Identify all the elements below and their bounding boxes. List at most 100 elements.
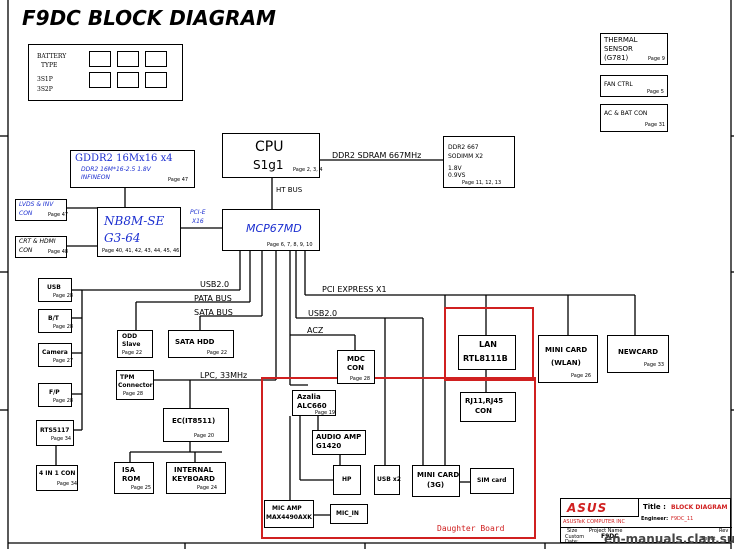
minicard-wlan-label: MINI CARD (545, 346, 588, 354)
page-ref: Page 28 (350, 376, 371, 382)
battery-cell (145, 72, 167, 88)
usb-x2-block: USB x2 (374, 465, 401, 495)
rj-con-label: CON (475, 407, 492, 415)
camera-block: Camera Page 27 (38, 343, 73, 367)
lvds-label: LVDS & INV (19, 201, 54, 208)
gddr-block: GDDR2 16Mx16 x4 DDR2 16M*16-2.5 1.8V INF… (70, 150, 195, 188)
sodimm-label: SODIMM X2 (448, 153, 484, 160)
battery-type-label: TYPE (41, 62, 58, 69)
engineer-value: F9DC_11 (671, 516, 694, 522)
rts5117-block: RTS5117 Page 34 (36, 420, 74, 446)
azalia-codec-block: Azalia ALC660 Page 19 (292, 390, 336, 416)
battery-label: BATTERY (37, 53, 67, 60)
tpm-label: TPM (120, 374, 135, 381)
camera-label: Camera (42, 349, 68, 356)
project-label: Project Name (589, 528, 623, 534)
mdc-con-label: CON (347, 364, 364, 372)
date-label: Date: (565, 539, 579, 545)
page-ref: Page 26 (571, 373, 592, 379)
sodimm-voltage: 1.8V (448, 165, 462, 172)
thermal-sensor-label: SENSOR (604, 45, 633, 53)
page-ref: Page 25 (131, 485, 152, 491)
tpm-connector-block: TPM Connector Page 28 (116, 370, 154, 400)
battery-option-3s1p: 3S1P (37, 76, 53, 83)
usb-block: USB Page 28 (38, 278, 74, 302)
battery-cell (145, 51, 167, 67)
acz-bus-label: ACZ (307, 326, 324, 335)
headphone-block: HP (333, 465, 361, 495)
4in1-con-block: 4 IN 1 CON Page 34 (36, 465, 78, 491)
audio-amp-chip: G1420 (316, 442, 342, 450)
page-ref: Page 24 (197, 485, 218, 491)
newcard-label: NEWCARD (618, 348, 659, 356)
sim-card-label: SIM card (477, 477, 507, 484)
sheet-label: Sheet (701, 536, 716, 542)
model-value: F9DC (601, 533, 619, 540)
minicard-wlan-block: MINI CARD (WLAN) Page 26 (538, 335, 598, 383)
rev-label: Rev (719, 528, 729, 534)
gpu-nb8m-block: NB8M-SE G3-64 Page 40, 41, 42, 43, 44, 4… (97, 207, 181, 257)
page-ref: Page 48 (48, 249, 69, 255)
page-ref: Page 34 (51, 436, 72, 442)
mdc-con-block: MDC CON Page 28 (337, 350, 375, 384)
newcard-block: NEWCARD Page 33 (607, 335, 669, 373)
watermark-text: en-manuals.clan.su (604, 532, 734, 546)
mdc-label: MDC (347, 355, 365, 363)
tpm-connector-label: Connector (118, 382, 153, 389)
lan-block: LAN RTL8111B (458, 335, 516, 370)
gpu-label: NB8M-SE (104, 214, 165, 228)
pcie-x16-label: PCI-E (190, 209, 206, 216)
daughter-board-label: Daughter Board (437, 524, 505, 533)
gddr-vendor: INFINEON (81, 174, 110, 181)
ac-bat-label: AC & BAT CON (604, 110, 648, 117)
usb20-right-bus-label: USB2.0 (308, 309, 338, 318)
mic-in-label: MIC_IN (336, 510, 359, 517)
minicard-3g-label: (3G) (427, 481, 445, 489)
divider (561, 527, 732, 528)
page-title: F9DC BLOCK DIAGRAM (22, 6, 276, 30)
page-ref: Page 33 (644, 362, 665, 368)
page-ref: Page 9 (648, 56, 665, 62)
battery-cell (89, 51, 111, 67)
pata-bus-label: PATA BUS (194, 294, 232, 303)
usb20-bus-label: USB2.0 (200, 280, 230, 289)
sim-card-block: SIM card (470, 468, 514, 494)
asus-logo-area: ASUS (561, 499, 639, 517)
thermal-label: THERMAL (604, 36, 638, 44)
wlan-label: (WLAN) (551, 359, 581, 367)
keyboard-label2: KEYBOARD (172, 475, 215, 483)
fan-ctrl-block: FAN CTRL Page 5 (600, 75, 668, 97)
page-ref: Page 28 (123, 391, 144, 397)
usb-x2-label: USB x2 (377, 476, 401, 483)
lvds-con-label: CON (19, 210, 33, 217)
cpu-socket-label: S1g1 (253, 158, 284, 172)
battery-block: BATTERY TYPE 3S1P 3S2P (28, 44, 183, 101)
battery-cell (117, 51, 139, 67)
chipset-label: MCP67MD (246, 222, 302, 235)
odd-block: ODD Slave Page 22 (117, 330, 153, 358)
gpu-memory-label: G3-64 (104, 231, 141, 245)
crt-label: CRT & HDMI (19, 238, 56, 245)
page-ref: Page 40, 41, 42, 43, 44, 45, 46 (102, 248, 180, 254)
mic-amp-chip: MAX4490AXK (266, 514, 312, 521)
rj-con-block: RJ11,RJ45 CON (460, 392, 516, 422)
page-ref: Page 5 (647, 89, 664, 95)
title-block: ASUS Title : BLOCK DIAGRAM Engineer: F9D… (560, 498, 732, 545)
bt-label: B/T (48, 315, 59, 322)
page-ref: Page 28 (53, 293, 74, 299)
page-ref: Page 47 (48, 212, 69, 218)
page-ref: Page 31 (645, 122, 666, 128)
isa-label: ISA (122, 466, 136, 474)
usb-label: USB (47, 284, 61, 291)
battery-cell (117, 72, 139, 88)
lpc-bus-label: LPC, 33MHz (200, 371, 248, 380)
thermal-sensor-block: THERMAL SENSOR (G781) Page 9 (600, 33, 668, 65)
page-ref: Page 2, 3, 4 (293, 167, 323, 173)
page-ref: Page 20 (194, 433, 215, 439)
cpu-label: CPU (255, 139, 284, 155)
minicard-3g-block: MINI CARD (3G) (412, 465, 460, 497)
isa-rom-block: ISA ROM Page 25 (114, 462, 154, 494)
crt-con-label: CON (19, 247, 33, 254)
size-value: Custom (565, 534, 585, 540)
